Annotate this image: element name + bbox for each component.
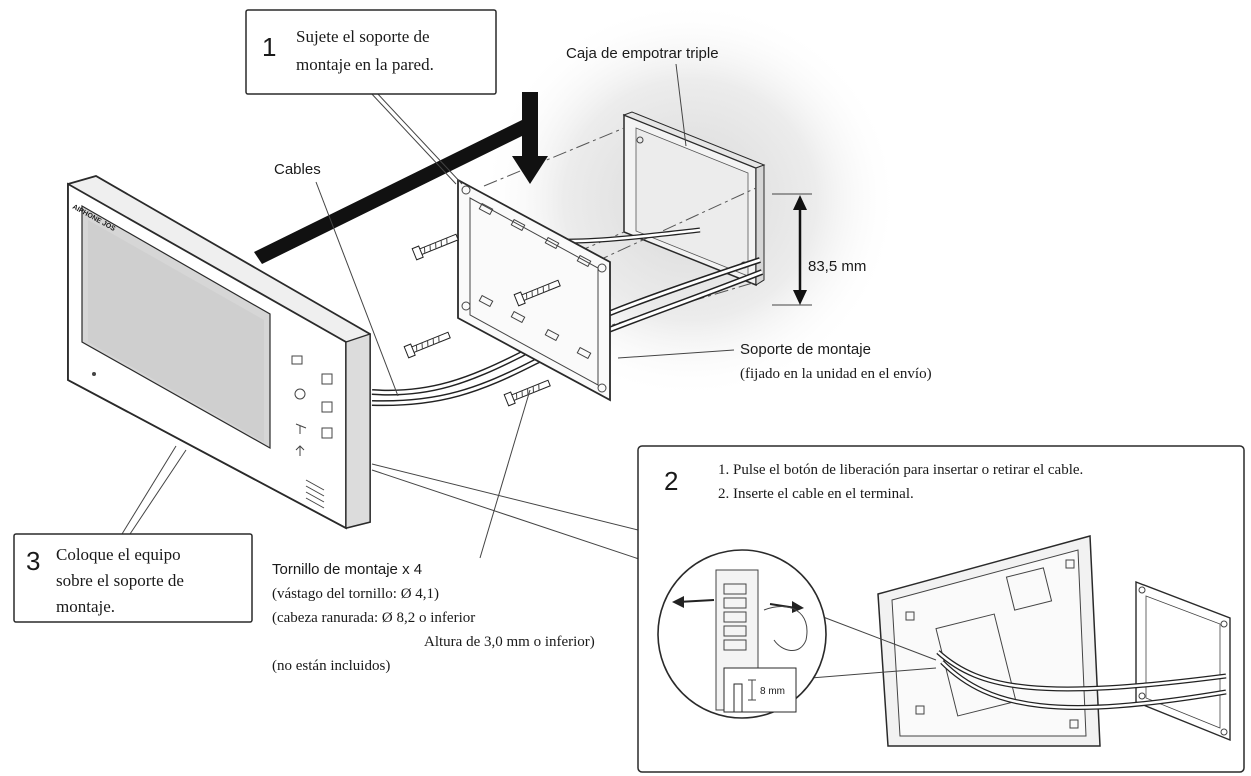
step3-text-line1: Coloque el equipo xyxy=(56,545,181,564)
bracket-label: Soporte de montaje xyxy=(740,341,871,358)
dimension-label: 83,5 mm xyxy=(808,258,866,275)
screws xyxy=(403,233,561,407)
dimension-indicator xyxy=(772,193,812,306)
step1-text-line2: montaje en la pared. xyxy=(296,55,434,74)
monitor-device: AIPHONE JOS xyxy=(67,175,371,530)
step3-text-line2: sobre el soporte de xyxy=(56,571,184,590)
step3-text-line3: montaje. xyxy=(56,597,115,616)
screw-height: Altura de 3,0 mm o inferior) xyxy=(424,634,595,650)
device-buttons xyxy=(291,355,333,456)
screw-head: (cabeza ranurada: Ø 8,2 o inferior xyxy=(272,610,475,626)
screw-note: (no están incluidos) xyxy=(272,658,390,674)
step2-number: 2 xyxy=(664,466,678,496)
step3-number: 3 xyxy=(26,546,40,576)
terminal-zoom-circle xyxy=(657,549,827,719)
bracket-note: (fijado en la unidad en el envío) xyxy=(740,366,932,382)
screw-title: Tornillo de montaje x 4 xyxy=(272,561,422,578)
strip-length-label: 8 mm xyxy=(760,686,785,697)
mounting-direction-arrow xyxy=(254,92,548,264)
step2-line1: 1. Pulse el botón de liberación para ins… xyxy=(718,462,1083,478)
cables-label: Cables xyxy=(274,161,321,178)
callout-lines xyxy=(121,63,735,561)
step3-callout: 3 Coloque el equipo sobre el soporte de … xyxy=(13,533,253,623)
step2-line2: 2. Inserte el cable en el terminal. xyxy=(718,486,914,502)
speaker-grille xyxy=(305,479,325,509)
box-label: Caja de empotrar triple xyxy=(566,45,719,62)
step2-panel: 2 1. Pulse el botón de liberación para i… xyxy=(637,445,1245,773)
screw-shank: (vástago del tornillo: Ø 4,1) xyxy=(272,586,439,602)
step1-number: 1 xyxy=(262,32,276,62)
step1-text-line1: Sujete el soporte de xyxy=(296,27,430,46)
step1-callout: 1 Sujete el soporte de montaje en la par… xyxy=(245,9,497,95)
